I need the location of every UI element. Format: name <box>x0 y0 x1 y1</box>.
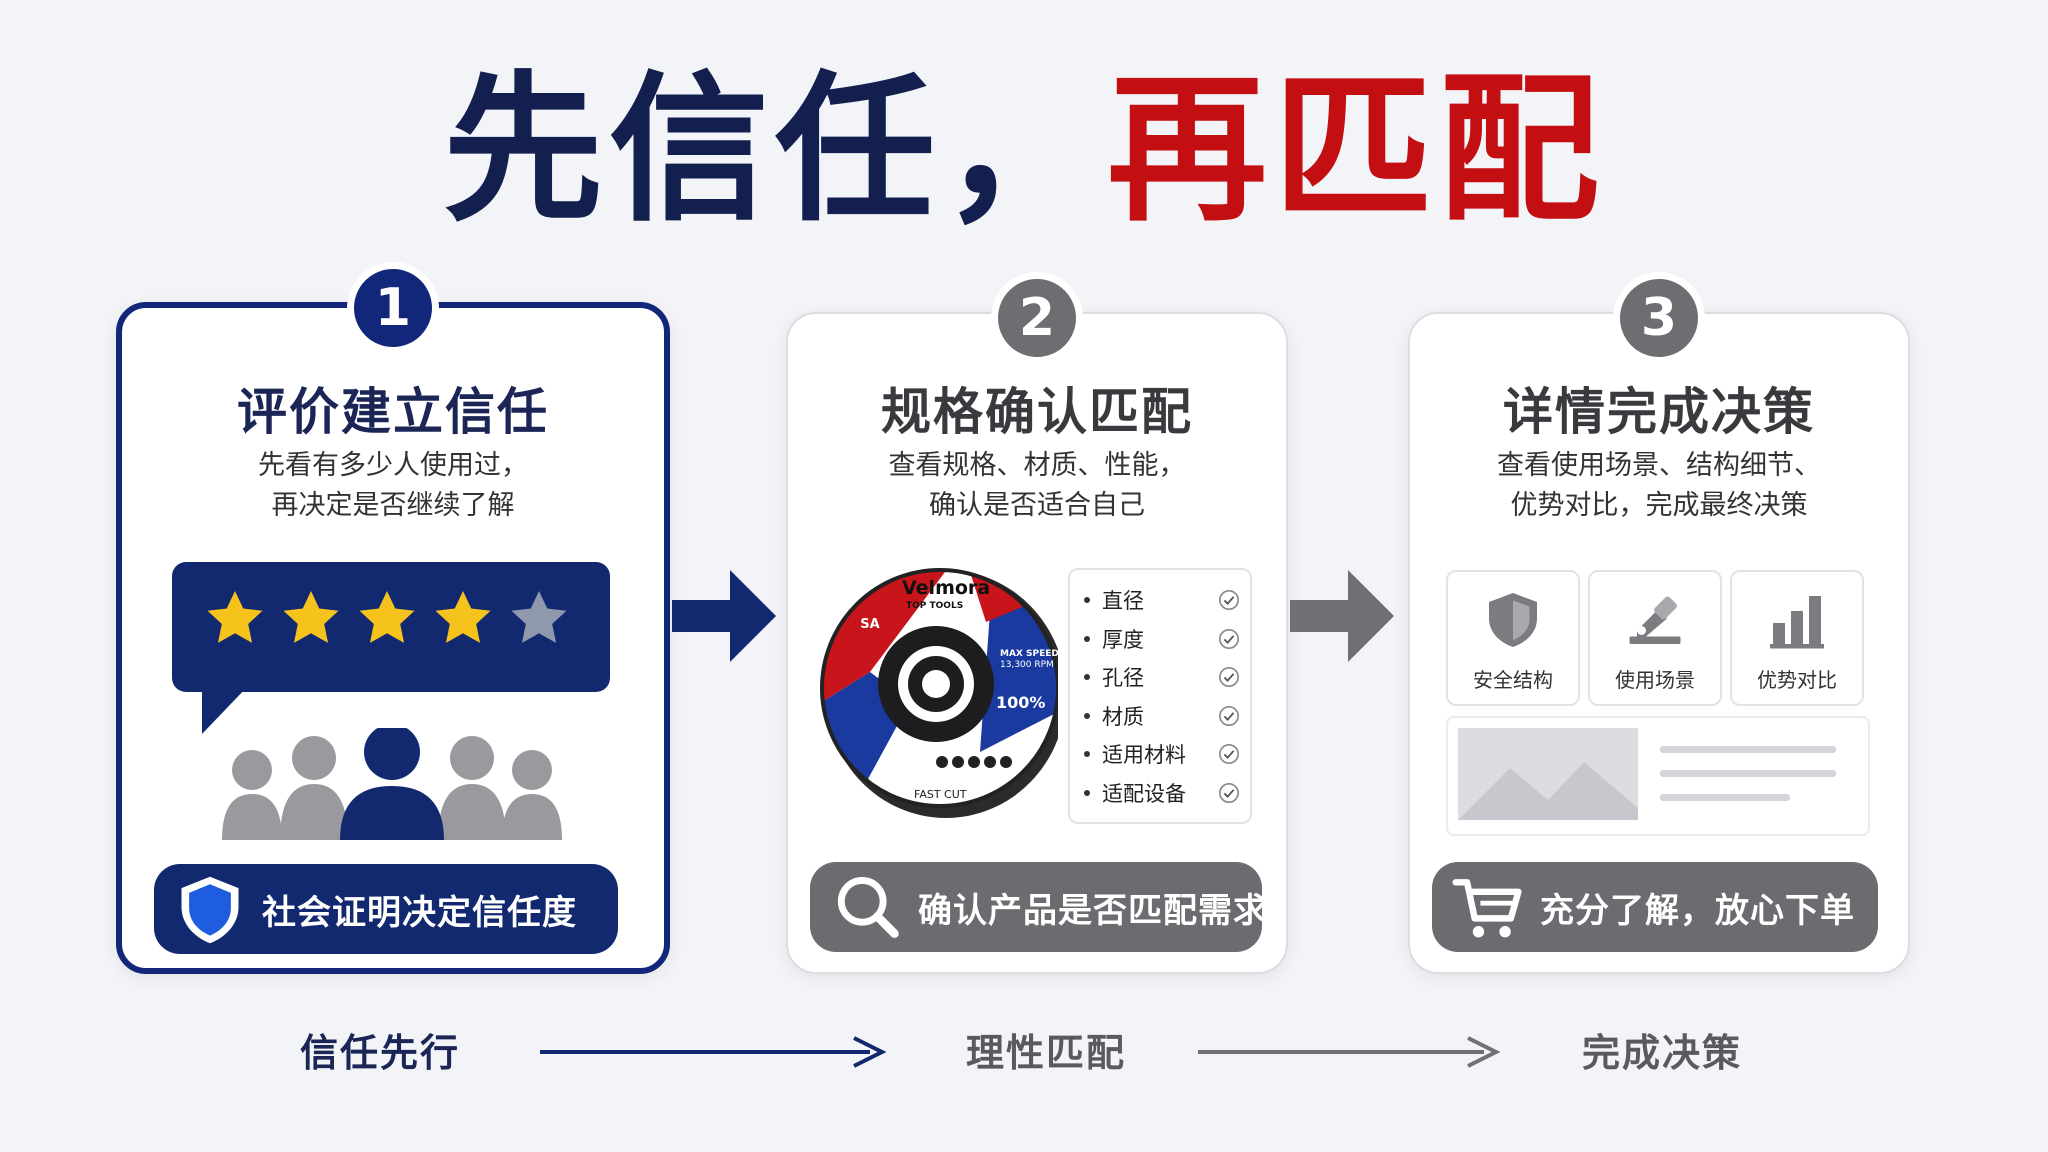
card-description: 查看使用场景、结构细节、 优势对比，完成最终决策 <box>1497 450 1821 521</box>
feature-label: 优势对比 <box>1757 668 1837 692</box>
crowd-users-icon <box>222 728 562 840</box>
card-title: 评价建立信任 <box>237 383 549 441</box>
check-circle-icon <box>1219 590 1239 610</box>
text-line-placeholder <box>1660 794 1790 801</box>
step-number-badge: 1 <box>347 262 439 354</box>
product-subbrand: TOP TOOLS <box>906 601 963 611</box>
bullet-dot <box>1084 712 1090 719</box>
step-card-details: 3 详情完成决策 查看使用场景、结构细节、 优势对比，完成最终决策 安全结构 使… <box>1408 272 1910 974</box>
timeline-arrow <box>540 1036 886 1068</box>
check-circle-icon <box>1219 744 1239 765</box>
spec-label: 孔径 <box>1102 666 1144 691</box>
feature-label: 使用场景 <box>1615 668 1695 692</box>
detail-preview-placeholder <box>1446 716 1870 836</box>
spec-item: 材质 <box>1084 698 1240 734</box>
image-placeholder-icon <box>1458 728 1638 820</box>
spec-label: 适用材料 <box>1102 743 1186 768</box>
star-filled-icon <box>207 590 263 643</box>
spec-label: 厚度 <box>1102 627 1144 652</box>
step-card-reviews: 1 评价建立信任 先看有多少人使用过， 再决定是否继续了解 社会证明决定信任度 <box>116 262 670 974</box>
step-number-badge: 2 <box>991 272 1083 364</box>
timeline-step-match: 理性匹配 <box>966 1031 1127 1075</box>
check-circle-icon <box>1219 667 1239 688</box>
card-title: 规格确认匹配 <box>881 383 1193 441</box>
check-circle-icon <box>1219 705 1239 726</box>
product-rpm: 13,300 RPM <box>1000 660 1054 670</box>
shield-icon <box>181 876 239 944</box>
spec-item: 厚度 <box>1084 621 1240 657</box>
text-line-placeholder <box>1660 746 1836 753</box>
feature-tile-compare: 优势对比 <box>1730 570 1864 706</box>
speech-bubble-tail <box>202 686 248 734</box>
cart-icon <box>1452 879 1522 938</box>
arrow-right-icon <box>1290 570 1394 662</box>
star-rating <box>202 586 572 652</box>
checkout-pill: 充分了解，放心下单 <box>1432 862 1878 952</box>
bullet-dot <box>1084 597 1090 603</box>
spec-label: 适配设备 <box>1102 782 1186 806</box>
feature-label: 安全结构 <box>1473 668 1553 692</box>
spec-label: 材质 <box>1102 704 1144 729</box>
bullet-dot <box>1084 751 1090 758</box>
spec-item: 适用材料 <box>1084 736 1240 772</box>
shield-icon <box>1489 593 1537 647</box>
spec-checklist: 直径厚度孔径材质适用材料适配设备 <box>1068 568 1252 824</box>
product-brand: Velmora <box>902 577 990 599</box>
check-circle-icon <box>1219 628 1239 649</box>
spec-item: 直径 <box>1084 582 1240 618</box>
card-description: 查看规格、材质、性能， 确认是否适合自己 <box>888 450 1186 521</box>
title-part-trust: 先信任， <box>442 56 1107 243</box>
bar-chart-icon <box>1770 596 1824 649</box>
bullet-dot <box>1084 635 1090 642</box>
search-icon <box>837 876 899 938</box>
cutting-disc-product-image: SA Velmora TOP TOOLS MAX SPEED 13,300 RP… <box>820 568 1058 818</box>
feature-tile-usage: 使用场景 <box>1588 570 1722 706</box>
title-part-match: 再匹配 <box>1107 56 1606 243</box>
card-description: 先看有多少人使用过， 再决定是否继续了解 <box>258 450 528 521</box>
star-filled-icon <box>283 590 339 643</box>
spec-item: 孔径 <box>1084 659 1240 695</box>
star-filled-icon <box>359 590 415 643</box>
check-circle-icon <box>1219 783 1239 803</box>
pill-label: 确认产品是否匹配需求 <box>918 890 1268 931</box>
star-filled-icon <box>435 590 491 643</box>
spec-label: 直径 <box>1102 589 1144 613</box>
spec-item: 适配设备 <box>1084 775 1240 811</box>
pill-label: 社会证明决定信任度 <box>262 892 577 933</box>
page-title: 先信任，再匹配 <box>0 62 2048 238</box>
bullet-dot <box>1084 674 1090 681</box>
card-title: 详情完成决策 <box>1503 383 1815 441</box>
step-number-badge: 3 <box>1613 272 1705 364</box>
product-speed: MAX SPEED <box>1000 649 1058 659</box>
rating-speech-bubble <box>172 562 610 692</box>
grinder-icon <box>1629 596 1681 644</box>
match-check-pill: 确认产品是否匹配需求 <box>810 862 1267 952</box>
product-footer: FAST CUT <box>914 788 967 801</box>
pill-label: 充分了解，放心下单 <box>1540 890 1855 931</box>
step-card-specs: 2 规格确认匹配 查看规格、材质、性能， 确认是否适合自己 SA Velmora… <box>786 272 1288 974</box>
timeline-step-trust: 信任先行 <box>300 1031 461 1075</box>
product-tag: SA <box>860 617 879 632</box>
social-proof-pill: 社会证明决定信任度 <box>154 864 618 954</box>
text-line-placeholder <box>1660 770 1836 777</box>
timeline-step-decide: 完成决策 <box>1582 1031 1743 1075</box>
bullet-dot <box>1084 790 1090 796</box>
timeline-arrow <box>1198 1036 1500 1068</box>
feature-tile-safety: 安全结构 <box>1446 570 1580 706</box>
star-empty-icon <box>511 590 567 643</box>
product-percent: 100% <box>996 693 1045 712</box>
arrow-right-icon <box>672 570 776 662</box>
